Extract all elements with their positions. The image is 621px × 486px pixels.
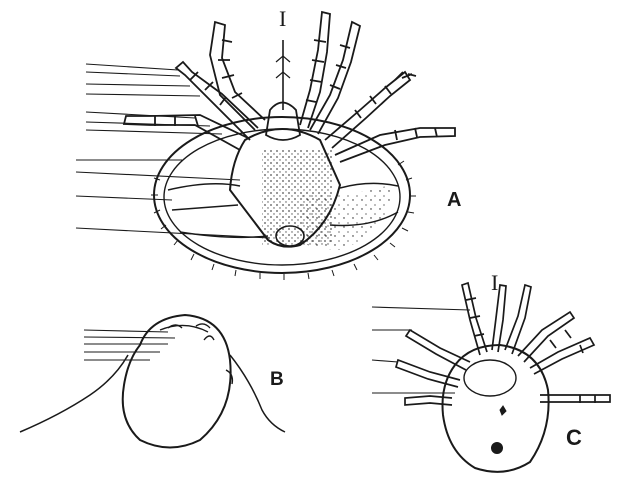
panel-b-body: [123, 315, 231, 448]
panel-b-host-contour: [20, 355, 285, 432]
panel-c-legs: [396, 283, 610, 405]
panel-b-label: B: [270, 370, 284, 389]
panel-c-pointer-lines: [372, 307, 470, 393]
panel-c-mouthpart-mark: I: [491, 272, 498, 294]
panel-b-pointer-lines: [84, 330, 175, 360]
panel-a-mouthpart-mark: I: [279, 8, 286, 30]
panel-a-drawing: [76, 12, 455, 280]
panel-a-label: A: [447, 190, 461, 210]
panel-b-drawing: [20, 315, 285, 448]
panel-c-label: C: [566, 427, 582, 449]
panel-a-pointer-lines: [76, 64, 270, 238]
